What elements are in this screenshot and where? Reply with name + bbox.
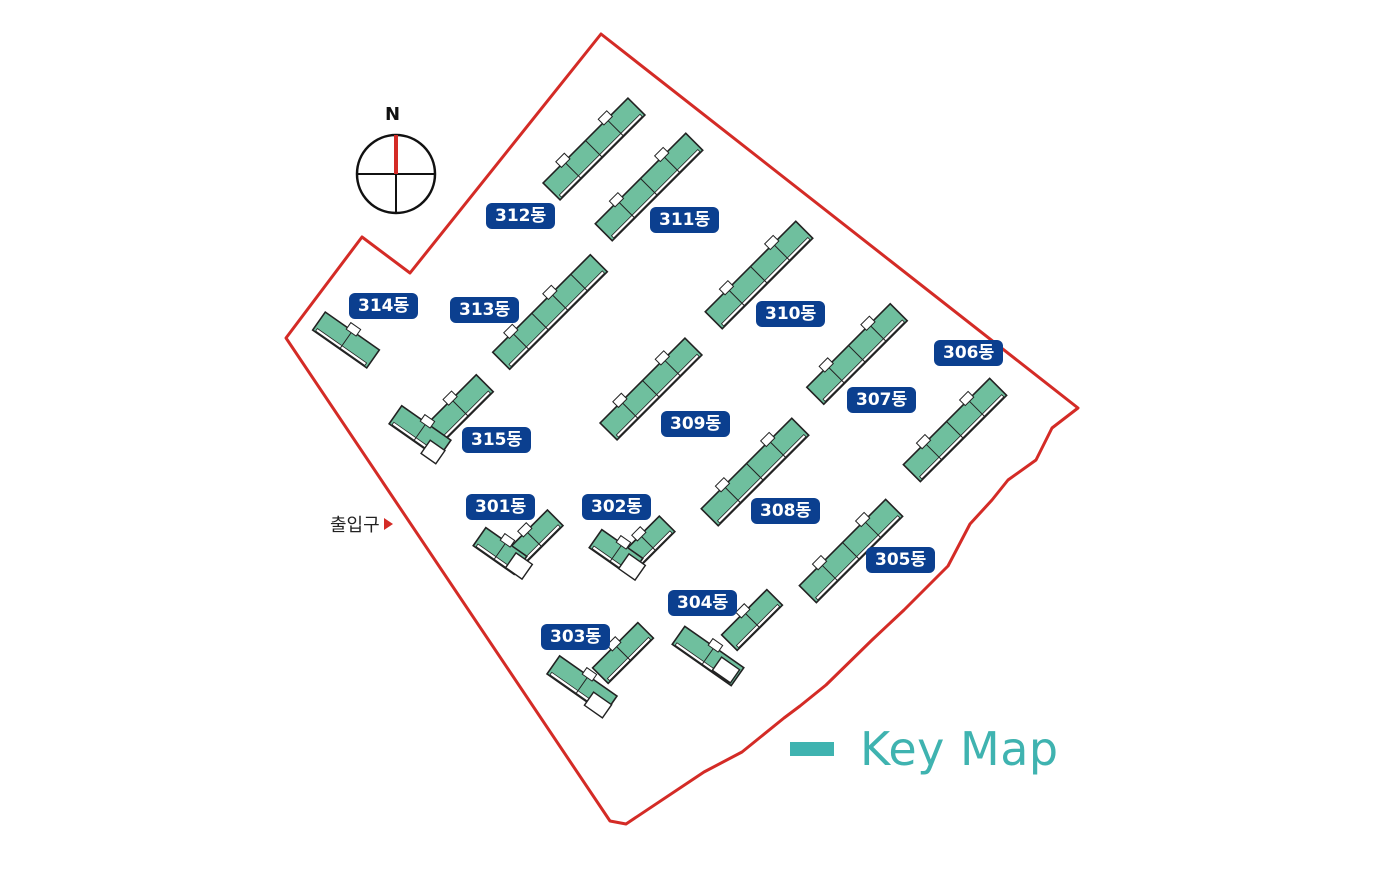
- building-label-304[interactable]: 304동: [668, 590, 738, 616]
- building-footprint-313: [491, 253, 609, 371]
- building-footprint-311: [594, 132, 704, 242]
- building-label-315[interactable]: 315동: [462, 427, 532, 453]
- entrance-marker: 출입구: [330, 511, 393, 537]
- building-label-311[interactable]: 311동: [650, 207, 720, 233]
- lobby-block-301: [504, 551, 534, 581]
- building-footprint-305: [798, 498, 904, 604]
- compass-icon: [355, 133, 437, 215]
- building-label-312[interactable]: 312동: [486, 203, 556, 229]
- entrance-arrow-icon: [383, 518, 393, 530]
- building-label-303[interactable]: 303동: [541, 624, 611, 650]
- building-footprint-307: [805, 302, 909, 406]
- building-footprint-315a: [425, 373, 495, 443]
- building-label-313[interactable]: 313동: [450, 297, 520, 323]
- key-map-legend: Key Map: [790, 722, 1059, 776]
- lobby-block-303: [583, 691, 613, 719]
- building-label-305[interactable]: 305동: [866, 547, 936, 573]
- building-footprint-310: [704, 220, 814, 330]
- building-label-306[interactable]: 306동: [934, 340, 1004, 366]
- building-footprint-306: [902, 377, 1008, 483]
- entrance-label: 출입구: [330, 515, 380, 536]
- building-label-309[interactable]: 309동: [661, 411, 731, 437]
- building-footprint-314: [311, 310, 381, 370]
- building-label-307[interactable]: 307동: [847, 387, 917, 413]
- lobby-block-315: [420, 439, 446, 465]
- lobby-block-302: [617, 552, 647, 582]
- building-label-308[interactable]: 308동: [751, 498, 821, 524]
- building-footprint-304a: [720, 588, 784, 652]
- building-label-310[interactable]: 310동: [756, 301, 826, 327]
- lobby-block-304: [711, 656, 741, 684]
- building-footprint-303a: [591, 621, 655, 685]
- site-boundary: [284, 32, 1080, 826]
- building-label-302[interactable]: 302동: [582, 494, 652, 520]
- building-footprint-308: [700, 417, 810, 527]
- legend-title: Key Map: [860, 722, 1059, 776]
- building-label-301[interactable]: 301동: [466, 494, 536, 520]
- building-footprint-312: [541, 96, 647, 202]
- building-label-314[interactable]: 314동: [349, 293, 419, 319]
- building-footprint-309: [598, 336, 704, 442]
- legend-swatch: [790, 742, 834, 756]
- compass-north-label: N: [385, 104, 401, 125]
